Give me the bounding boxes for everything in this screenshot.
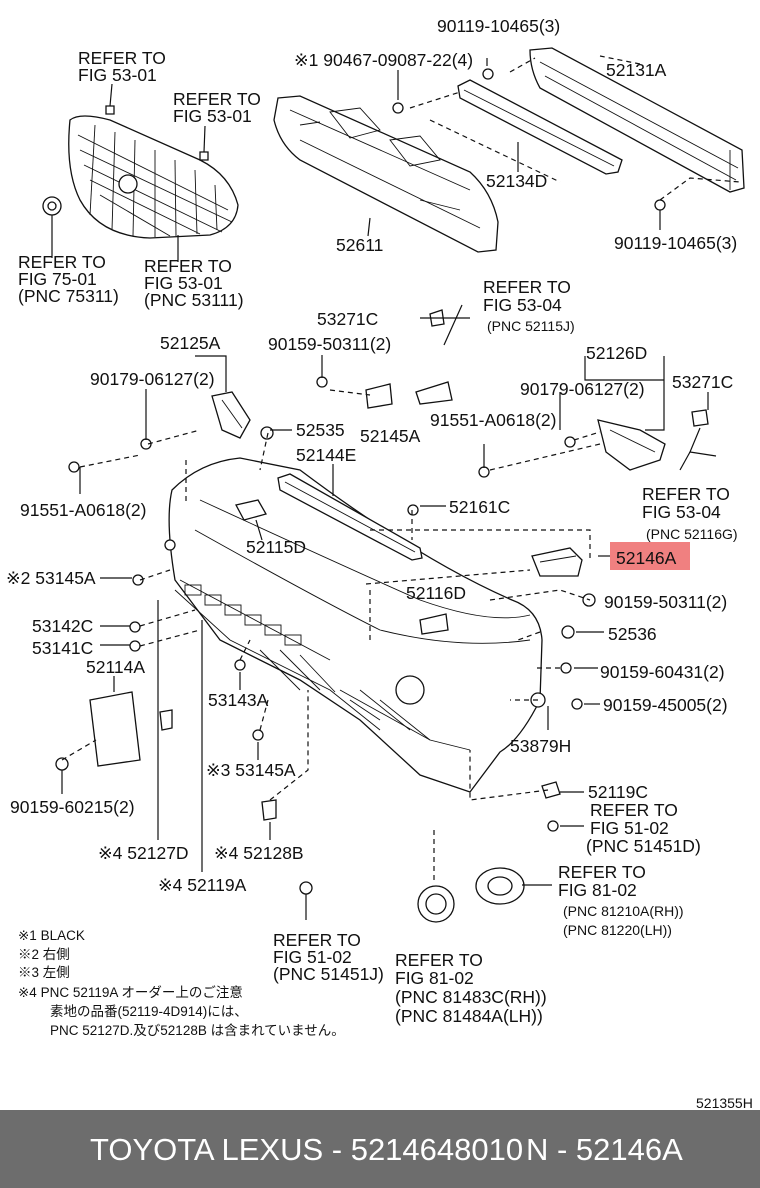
part-52145A: 52145A — [360, 426, 421, 446]
refer-81-02-a-line3: (PNC 81210A(RH)) — [563, 903, 684, 919]
refer-51-02-b-line1: REFER TO — [273, 930, 361, 950]
part-labels: 90119-10465(3) ※1 90467-09087-22(4) 5213… — [6, 16, 753, 1111]
part-52161C: 52161C — [449, 497, 510, 517]
refer-75-01-line3: (PNC 75311) — [18, 286, 119, 306]
refer-81-02-b-line4: (PNC 81484A(LH)) — [395, 1006, 543, 1026]
refer-81-02-b-line2: FIG 81-02 — [395, 968, 474, 988]
footer-part-number: TOYOTA LEXUS - 5214648010 — [90, 1132, 524, 1167]
footer-pnc: N - 52146A — [526, 1132, 683, 1167]
part-90159-50311-a: 90159-50311(2) — [268, 334, 391, 354]
part-91551-b: 91551-A0618(2) — [20, 500, 146, 520]
note-4: ※4 PNC 52119A オーダー上のご注意 — [18, 984, 243, 1000]
refer-75-01-line2: FIG 75-01 — [18, 269, 97, 289]
refer-53-04-a-line1: REFER TO — [483, 277, 571, 297]
refer-53-04-b-line1: REFER TO — [642, 484, 730, 504]
refer-53-01-b-line2: FIG 53-01 — [173, 106, 252, 126]
part-52146A: 52146A — [616, 548, 677, 568]
part-52131A: 52131A — [606, 60, 667, 80]
part-52115D: 52115D — [246, 537, 306, 557]
part-90179-a: 90179-06127(2) — [90, 369, 215, 389]
part-52611: 52611 — [336, 235, 383, 255]
part-52134D: 52134D — [486, 171, 547, 191]
bumper-reinforcement-drawing — [392, 47, 745, 230]
refer-51-02-a-line2: FIG 51-02 — [590, 818, 669, 838]
part-52127D: ※4 52127D — [98, 843, 189, 863]
refer-81-02-b-line3: (PNC 81483C(RH)) — [395, 987, 547, 1007]
refer-53-01-c-line1: REFER TO — [144, 256, 232, 276]
refer-53-04-a-line3: (PNC 52115J) — [487, 318, 575, 334]
side-brackets-drawing — [55, 304, 717, 923]
part-90159-50311-b: 90159-50311(2) — [604, 592, 727, 612]
part-52536: 52536 — [608, 624, 657, 644]
refer-81-02-a-line1: REFER TO — [558, 862, 646, 882]
parts-diagram: 90119-10465(3) ※1 90467-09087-22(4) 5213… — [6, 16, 753, 1111]
note-3: ※3 左側 — [18, 965, 70, 980]
bumper-cover-drawing — [164, 457, 543, 793]
refer-51-02-b-line2: FIG 51-02 — [273, 947, 352, 967]
refer-51-02-a-line1: REFER TO — [590, 800, 678, 820]
refer-81-02-b-line1: REFER TO — [395, 950, 483, 970]
part-53141C: 53141C — [32, 638, 93, 658]
refer-53-01-a-line1: REFER TO — [78, 48, 166, 68]
refer-51-02-b-line3: (PNC 51451J) — [273, 964, 384, 984]
part-90467: ※1 90467-09087-22(4) — [294, 50, 473, 70]
refer-53-04-b-line2: FIG 53-04 — [642, 502, 721, 522]
diagram-code: 521355H — [696, 1095, 753, 1110]
part-52125A: 52125A — [160, 333, 221, 353]
part-90159-45005: 90159-45005(2) — [603, 695, 728, 715]
refer-53-04-b-line3: (PNC 52116G) — [646, 526, 738, 542]
part-52119A: ※4 52119A — [158, 875, 247, 895]
part-91551-a: 91551-A0618(2) — [430, 410, 556, 430]
refer-53-01-c-line2: FIG 53-01 — [144, 273, 223, 293]
part-53271C-a: 53271C — [317, 309, 378, 329]
part-90179-b: 90179-06127(2) — [520, 379, 645, 399]
part-52114A: 52114A — [86, 657, 145, 677]
refer-53-01-b-line1: REFER TO — [173, 89, 261, 109]
refer-53-04-a-line2: FIG 53-04 — [483, 295, 562, 315]
note-2: ※2 右側 — [18, 947, 70, 962]
part-53143A: 53143A — [208, 690, 269, 710]
retainer-drawing — [235, 464, 423, 561]
refer-53-01-a-line2: FIG 53-01 — [78, 65, 157, 85]
part-90159-60215: 90159-60215(2) — [10, 797, 135, 817]
part-90119-bottom: 90119-10465(3) — [614, 233, 737, 253]
note-4-line2: 素地の品番(52119-4D914)には、 — [50, 1004, 248, 1019]
part-90119-top: 90119-10465(3) — [437, 16, 560, 36]
part-53142C: 53142C — [32, 616, 93, 636]
part-52126D: 52126D — [586, 343, 647, 363]
part-53145A-a: ※2 53145A — [6, 568, 96, 588]
part-52535: 52535 — [296, 420, 345, 440]
refer-53-01-c-line3: (PNC 53111) — [144, 290, 244, 310]
energy-absorber-drawing — [273, 95, 499, 253]
note-1: ※1 BLACK — [18, 928, 85, 943]
part-52128B: ※4 52128B — [214, 843, 304, 863]
part-53879H: 53879H — [510, 736, 571, 756]
radiator-grille-drawing — [42, 83, 239, 262]
part-53145A-b: ※3 53145A — [206, 760, 296, 780]
highlight-box — [610, 542, 690, 570]
part-52119C: 52119C — [588, 782, 648, 802]
part-90159-60431: 90159-60431(2) — [600, 662, 725, 682]
refer-51-02-a-line3: (PNC 51451D) — [586, 836, 701, 856]
footer-bar: TOYOTA LEXUS - 5214648010 N - 52146A — [0, 1110, 760, 1188]
part-52116D: 52116D — [406, 583, 466, 603]
refer-81-02-a-line4: (PNC 81220(LH)) — [563, 922, 672, 938]
refer-81-02-a-line2: FIG 81-02 — [558, 880, 637, 900]
leader-lines — [61, 317, 709, 886]
part-52144E: 52144E — [296, 445, 356, 465]
footnotes: ※1 BLACK ※2 右側 ※3 左側 ※4 PNC 52119A オーダー上… — [18, 928, 345, 1038]
refer-75-01-line1: REFER TO — [18, 252, 106, 272]
part-53271C-b: 53271C — [672, 372, 733, 392]
note-4-line3: PNC 52127D.及び52128B は含まれていません。 — [50, 1023, 345, 1038]
